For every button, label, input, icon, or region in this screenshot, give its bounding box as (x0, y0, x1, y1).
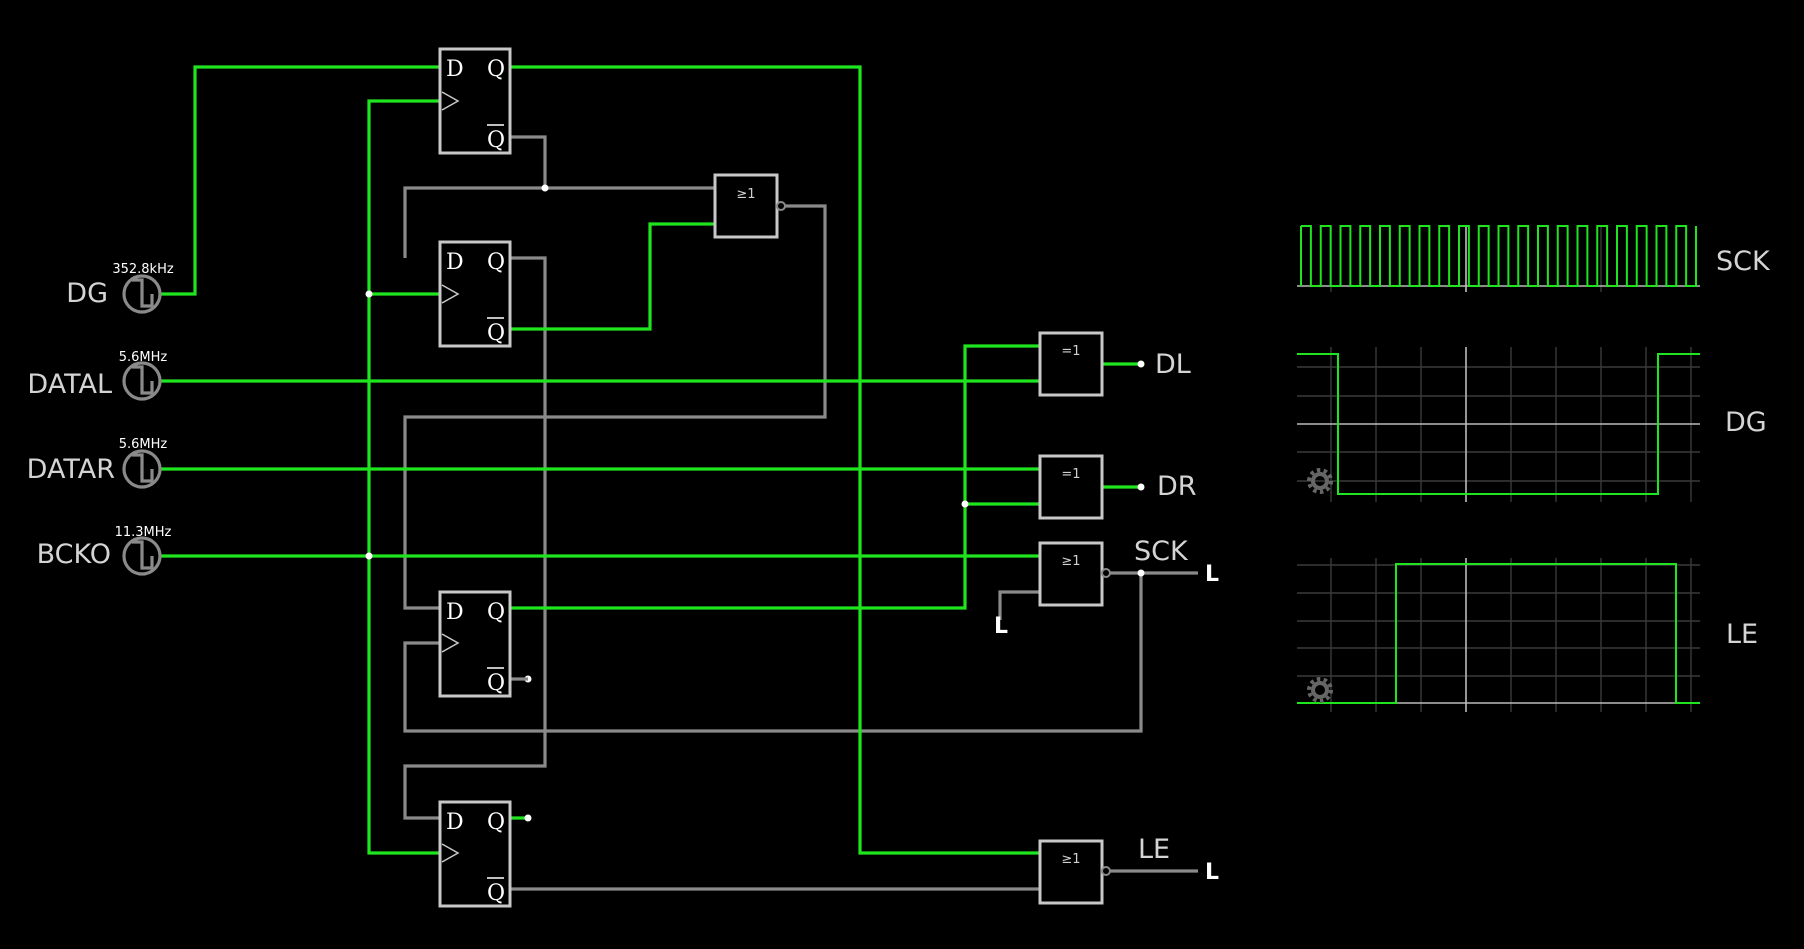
ff-d-pin: D (446, 810, 464, 835)
source-frequency: 11.3MHz (115, 525, 172, 540)
dg-waveform (1297, 353, 1700, 495)
scope-sck[interactable]: SCK (1297, 225, 1771, 292)
output-le-label: LE (1138, 834, 1170, 865)
gear-icon[interactable] (1307, 677, 1333, 703)
xor-gate-dr[interactable]: =1 (1038, 454, 1104, 520)
source-label: DG (66, 278, 108, 309)
scope-le[interactable]: LE (1297, 558, 1758, 712)
clock-icon (122, 274, 162, 314)
gate-symbol: ≥1 (736, 187, 755, 202)
scope-label: DG (1725, 407, 1767, 438)
gear-icon[interactable] (1307, 468, 1333, 494)
ff-qbar-pin: Q (487, 671, 505, 696)
ff-q-pin: Q (487, 57, 505, 82)
nor-gate-le[interactable]: ≥1 (1038, 839, 1111, 905)
ff-d-pin: D (446, 600, 464, 625)
ff-qbar-pin: Q (487, 128, 505, 153)
ff-d-pin: D (446, 57, 464, 82)
source-label: BCKO (37, 539, 111, 570)
ff-q-pin: Q (487, 810, 505, 835)
clock-icon (122, 449, 162, 489)
scope-label: LE (1726, 619, 1758, 650)
clock-icon (122, 361, 162, 401)
le-waveform (1297, 563, 1700, 704)
flipflop-4[interactable]: D Q Q (438, 800, 512, 908)
source-dg[interactable]: DG 352.8kHz (66, 262, 174, 314)
clock-icon (122, 536, 162, 576)
source-frequency: 352.8kHz (112, 262, 174, 277)
constant-low-input[interactable]: L (994, 614, 1008, 639)
output-dl-label: DL (1155, 349, 1191, 380)
source-bcko[interactable]: BCKO 11.3MHz (37, 525, 172, 576)
wires-high (160, 65, 1141, 855)
sck-level-indicator: L (1205, 562, 1219, 587)
le-level-indicator: L (1205, 860, 1219, 885)
wires-low (403, 135, 1198, 891)
source-frequency: 5.6MHz (119, 437, 168, 452)
junctions (365, 184, 1145, 822)
ff-q-pin: Q (487, 600, 505, 625)
scope-dg[interactable]: DG (1297, 347, 1767, 502)
flipflop-2[interactable]: D Q Q (438, 240, 512, 348)
output-sck-label: SCK (1134, 536, 1189, 567)
ff-qbar-pin: Q (487, 321, 505, 346)
or-gate-top[interactable]: ≥1 (713, 173, 786, 239)
flipflop-3[interactable]: D Q Q (438, 590, 512, 698)
scope-label: SCK (1716, 246, 1771, 277)
source-datal[interactable]: DATAL 5.6MHz (27, 350, 168, 401)
gate-symbol: =1 (1061, 344, 1080, 359)
gate-symbol: ≥1 (1061, 554, 1080, 569)
sck-waveform (1301, 225, 1697, 287)
output-dr-label: DR (1157, 471, 1197, 502)
gate-symbol: =1 (1061, 467, 1080, 482)
source-datar[interactable]: DATAR 5.6MHz (27, 437, 168, 489)
source-frequency: 5.6MHz (119, 350, 168, 365)
source-label: DATAR (27, 454, 115, 485)
source-label: DATAL (27, 369, 112, 400)
ff-d-pin: D (446, 250, 464, 275)
ff-q-pin: Q (487, 250, 505, 275)
gate-symbol: ≥1 (1061, 852, 1080, 867)
xor-gate-dl[interactable]: =1 (1038, 331, 1104, 397)
ff-qbar-pin: Q (487, 881, 505, 906)
flipflop-1[interactable]: D Q Q (438, 47, 512, 155)
nor-gate-sck[interactable]: ≥1 (1038, 541, 1111, 607)
